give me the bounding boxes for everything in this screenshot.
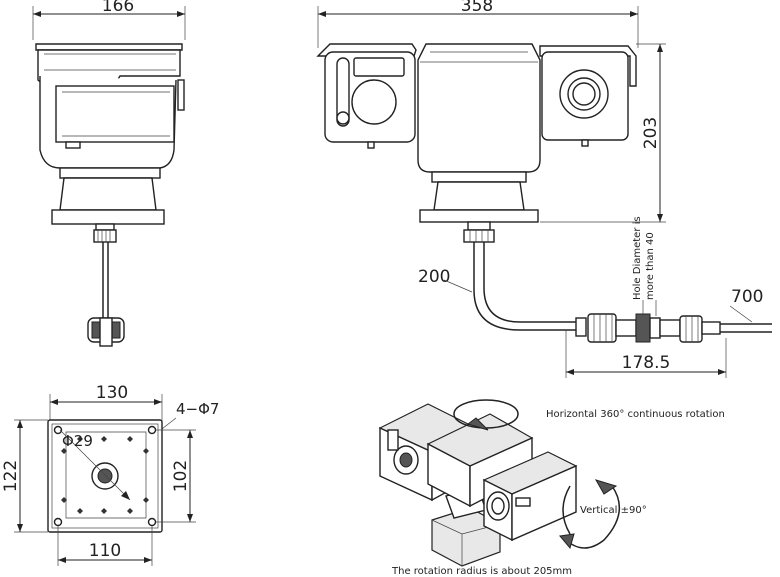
hole-note-line1: Hole Diameter is <box>632 216 643 300</box>
rotation-radius-note: The rotation radius is about 205mm <box>391 566 572 577</box>
dim-label-center-hole: Φ29 <box>62 432 93 450</box>
dim-label-200: 200 <box>418 267 450 287</box>
horizontal-rotation-label: Horizontal 360° continuous rotation <box>546 409 725 420</box>
dim-label-110: 110 <box>89 541 121 561</box>
dim-label-178-5: 178.5 <box>622 353 671 373</box>
side-view: 166 <box>32 0 186 347</box>
dim-label-700: 700 <box>731 287 763 307</box>
dim-label-4-holes: 4−Φ7 <box>176 400 219 418</box>
front-view: 358 203 <box>316 0 772 378</box>
dim-label-130: 130 <box>96 383 128 403</box>
isometric-view: Horizontal 360° continuous rotation Vert… <box>378 399 725 577</box>
hole-note-line2: more than 40 <box>645 232 656 300</box>
dim-label-122: 122 <box>1 460 21 492</box>
base-plate-view: 130 4−Φ7 Φ <box>1 383 219 566</box>
dim-label-166: 166 <box>102 0 134 16</box>
vertical-rotation-label: Vertical ±90° <box>580 505 647 516</box>
dim-label-102: 102 <box>171 460 191 492</box>
dim-label-203: 203 <box>641 117 661 149</box>
dim-label-358: 358 <box>461 0 493 16</box>
